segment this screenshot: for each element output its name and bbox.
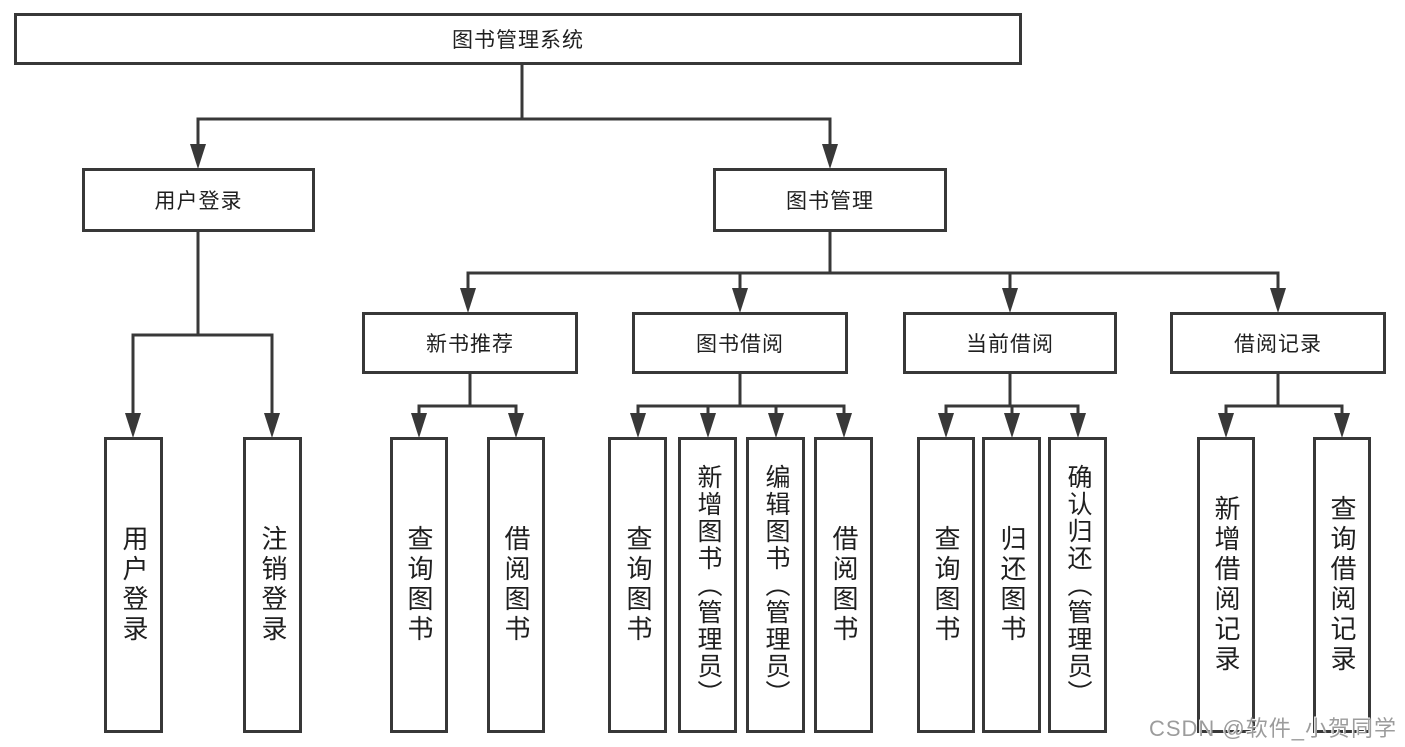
node-book-management: 图书管理 xyxy=(713,168,947,232)
node-borrow-records: 借阅记录 xyxy=(1170,312,1386,374)
csdn-watermark: CSDN @软件_小贺同学 xyxy=(1148,716,1397,741)
leaf-query-book-current: 查询图书 xyxy=(917,437,975,733)
leaf-borrow-book: 借阅图书 xyxy=(814,437,873,733)
leaf-edit-book-admin: 编辑图书（管理员） xyxy=(746,437,805,733)
leaf-user-login: 用户登录 xyxy=(104,437,163,733)
leaf-add-borrow-record: 新增借阅记录 xyxy=(1197,437,1255,733)
node-library-system-root: 图书管理系统 xyxy=(14,13,1022,65)
node-current-borrow: 当前借阅 xyxy=(903,312,1117,374)
leaf-logout: 注销登录 xyxy=(243,437,302,733)
leaf-query-borrow-record: 查询借阅记录 xyxy=(1313,437,1371,733)
leaf-query-book-borrow: 查询图书 xyxy=(608,437,667,733)
leaf-query-book-recommend: 查询图书 xyxy=(390,437,448,733)
node-new-book-recommend: 新书推荐 xyxy=(362,312,578,374)
leaf-borrow-book-recommend: 借阅图书 xyxy=(487,437,545,733)
leaf-add-book-admin: 新增图书（管理员） xyxy=(678,437,737,733)
leaf-return-book: 归还图书 xyxy=(982,437,1041,733)
node-user-login: 用户登录 xyxy=(82,168,315,232)
leaf-confirm-return-admin: 确认归还（管理员） xyxy=(1048,437,1107,733)
node-book-borrow: 图书借阅 xyxy=(632,312,848,374)
